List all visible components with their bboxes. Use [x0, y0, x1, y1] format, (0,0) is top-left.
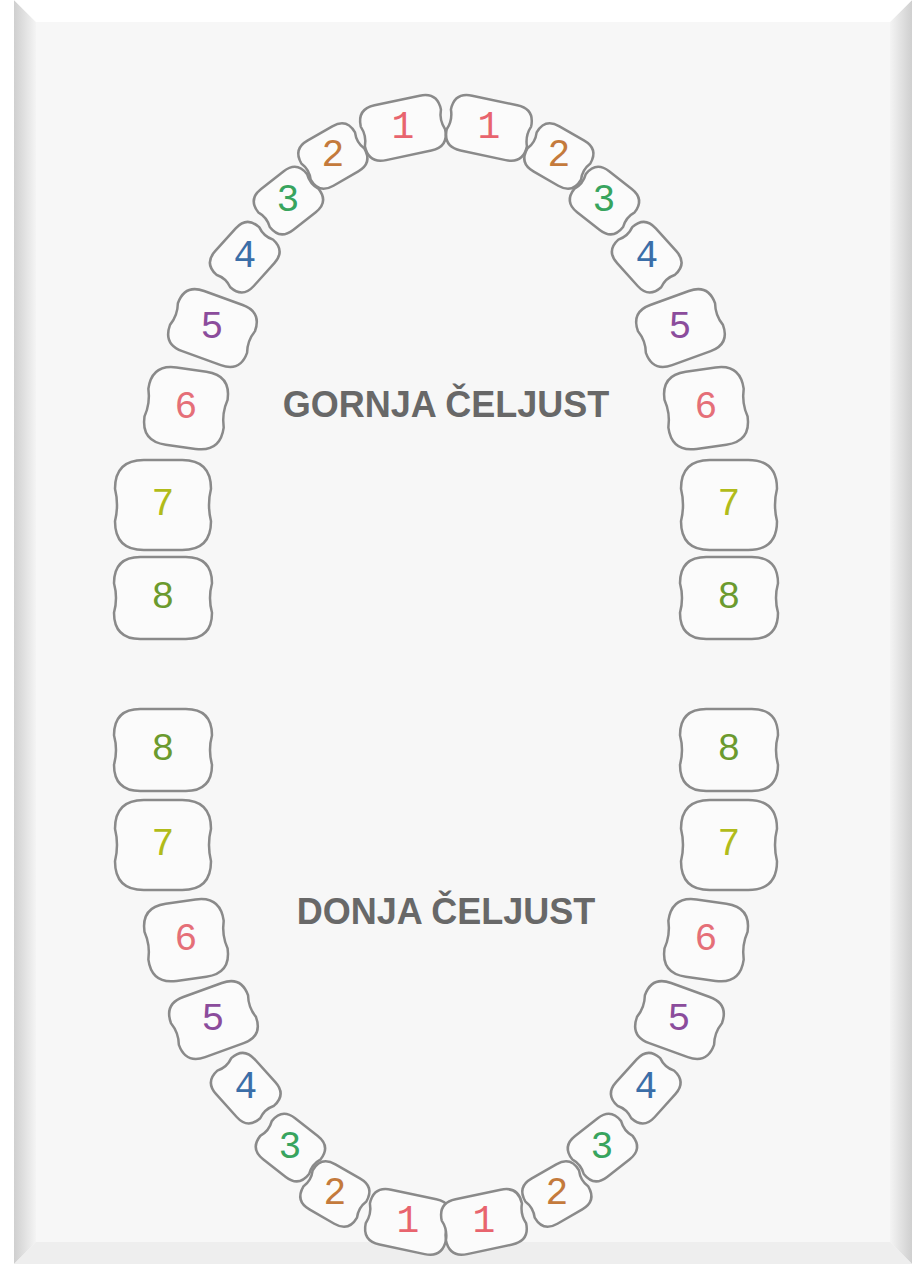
tooth-number: 7 [718, 486, 741, 524]
tooth-number: 2 [324, 1175, 347, 1213]
tooth: 6 [661, 896, 751, 984]
tooth-number: 1 [392, 109, 415, 147]
tooth-number: 3 [593, 182, 616, 220]
tooth-number: 4 [235, 1069, 258, 1107]
tooth-shape [204, 216, 285, 298]
tooth-number: 7 [152, 826, 175, 864]
tooth: 7 [681, 460, 777, 550]
tooth-number: 8 [718, 579, 741, 617]
jaw-label: DONJA ČELJUST [297, 892, 596, 932]
tooth-number: 2 [548, 137, 571, 175]
tooth: 6 [661, 364, 751, 452]
tooth-number: 4 [636, 238, 659, 276]
tooth-shape [141, 896, 231, 984]
tooth: 7 [115, 460, 211, 550]
tooth: 2 [295, 1156, 375, 1232]
tooth: 7 [115, 800, 211, 890]
tooth-shape [357, 92, 449, 164]
tooth-number: 2 [322, 137, 345, 175]
tooth-number: 5 [201, 309, 224, 347]
tooth: 8 [680, 709, 778, 791]
tooth-shape [630, 976, 729, 1064]
tooth-shape [517, 1156, 597, 1232]
tooth: 1 [357, 92, 449, 164]
tooth-number: 4 [234, 238, 257, 276]
tooth-shape [114, 709, 212, 791]
tooth: 5 [631, 284, 730, 372]
tooth: 8 [114, 709, 212, 791]
tooth-shape [661, 896, 751, 984]
tooth-number: 1 [397, 1203, 420, 1241]
tooth-number: 1 [478, 109, 501, 147]
tooth: 6 [141, 364, 231, 452]
tooth-shape [661, 364, 751, 452]
tooth: 1 [438, 1186, 530, 1258]
tooth-number: 6 [175, 389, 198, 427]
tooth-shape [443, 92, 535, 164]
tooth-number: 3 [591, 1129, 614, 1167]
tooth: 7 [681, 800, 777, 890]
tooth: 8 [114, 557, 212, 639]
card-bevel [14, 0, 36, 1264]
tooth-number: 8 [152, 579, 175, 617]
tooth-number: 1 [473, 1203, 496, 1241]
tooth-shape [295, 1156, 375, 1232]
tooth: 4 [204, 216, 285, 298]
tooth: 5 [164, 976, 263, 1064]
tooth-shape [163, 284, 262, 372]
tooth-number: 6 [175, 921, 198, 959]
tooth-number: 3 [279, 1129, 302, 1167]
tooth-number: 8 [718, 731, 741, 769]
tooth: 2 [517, 1156, 597, 1232]
tooth-shape [141, 364, 231, 452]
tooth-shape [606, 216, 687, 298]
tooth-shape [362, 1186, 454, 1258]
tooth-shape [631, 284, 730, 372]
tooth-number: 2 [546, 1175, 569, 1213]
card-face [14, 0, 912, 1264]
tooth-number: 6 [695, 921, 718, 959]
tooth-number: 5 [668, 1001, 691, 1039]
tooth-number: 4 [635, 1069, 658, 1107]
jaw-label: GORNJA ČELJUST [283, 385, 610, 425]
tooth: 8 [680, 557, 778, 639]
tooth-shape [115, 800, 211, 890]
tooth: 5 [630, 976, 729, 1064]
tooth-number: 5 [202, 1001, 225, 1039]
tooth-shape [681, 800, 777, 890]
tooth-shape [114, 557, 212, 639]
tooth: 4 [606, 216, 687, 298]
tooth-shape [164, 976, 263, 1064]
tooth-shape [438, 1186, 530, 1258]
tooth: 6 [141, 896, 231, 984]
tooth-shape [680, 557, 778, 639]
tooth-number: 6 [695, 389, 718, 427]
tooth: 1 [362, 1186, 454, 1258]
tooth-number: 8 [152, 731, 175, 769]
tooth-number: 5 [669, 309, 692, 347]
card-bevel [14, 0, 912, 22]
card-bevel [890, 0, 912, 1264]
tooth-number: 3 [277, 182, 300, 220]
tooth-shape [115, 460, 211, 550]
tooth-number: 7 [152, 486, 175, 524]
tooth-shape [680, 709, 778, 791]
tooth: 5 [163, 284, 262, 372]
tooth: 1 [443, 92, 535, 164]
tooth-number: 7 [718, 826, 741, 864]
tooth-shape [681, 460, 777, 550]
